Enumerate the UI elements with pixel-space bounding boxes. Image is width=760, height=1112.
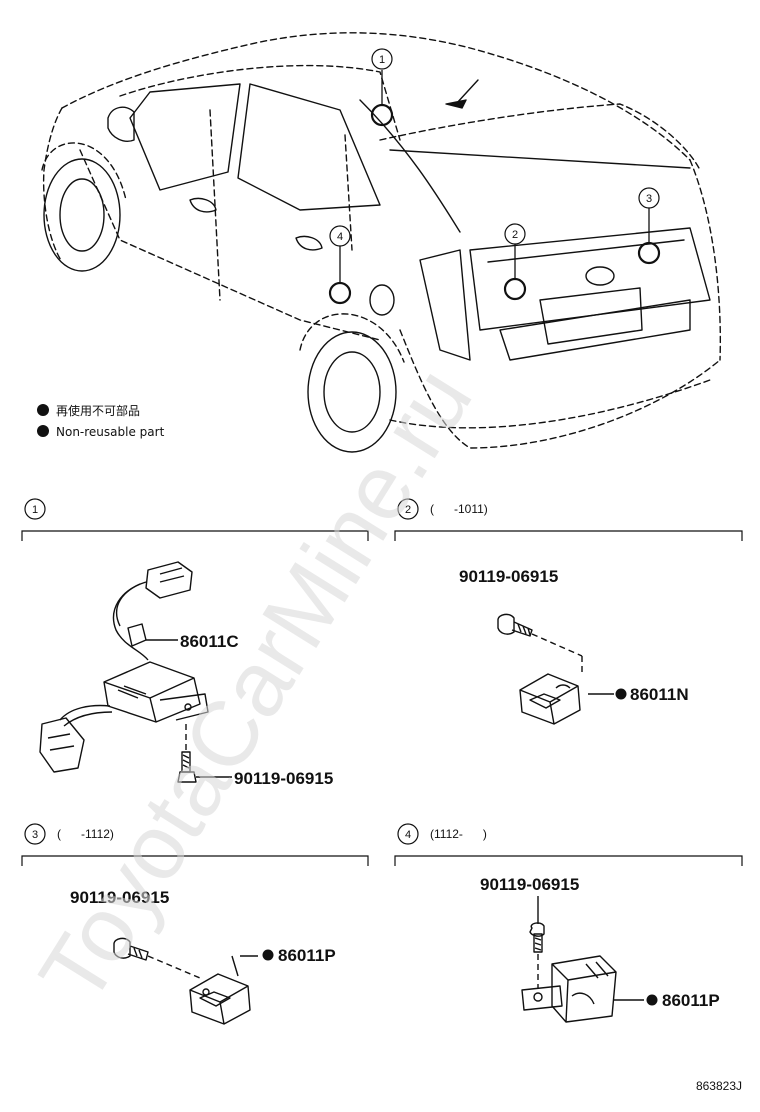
part-number-86011n: 86011N: [630, 685, 689, 704]
non-reusable-dot-icon: [615, 688, 627, 700]
svg-text:4: 4: [405, 829, 411, 841]
section-2-header: 2 ( -1011): [394, 498, 743, 541]
part-number-86011p: 86011P: [662, 991, 720, 1010]
non-reusable-dot-icon: [37, 425, 49, 437]
svg-text:(1112- ): (1112- ): [430, 827, 487, 841]
section-3-header: 3 ( -1112): [21, 823, 369, 866]
callout-2: 2: [504, 223, 526, 245]
watermark: ToyotaCarMine.ru: [20, 351, 491, 1021]
legend-japanese: 再使用不可部品: [56, 403, 140, 418]
part-number-86011p: 86011P: [278, 946, 336, 965]
part-number-86011c: 86011C: [180, 632, 239, 651]
svg-text:2: 2: [405, 504, 411, 516]
non-reusable-dot-icon: [37, 404, 49, 416]
section-3-sensor-drawing: [113, 937, 258, 1025]
callout-1: 1: [371, 48, 393, 70]
callout-4-number: 4: [337, 231, 343, 243]
svg-text:( -1011): ( -1011): [430, 502, 488, 516]
section-2-sensor-drawing: [497, 613, 614, 725]
part-number-90119-06915: 90119-06915: [70, 888, 169, 907]
part-number-90119-06915: 90119-06915: [480, 875, 579, 894]
callout-4: 4: [329, 225, 351, 247]
section-4-sensor-drawing: [521, 896, 644, 1023]
svg-text:3: 3: [32, 829, 38, 841]
part-number-90119-06915: 90119-06915: [234, 769, 333, 788]
svg-text:( -1112): ( -1112): [57, 827, 114, 841]
legend-english: Non-reusable part: [56, 425, 165, 439]
non-reusable-dot-icon: [262, 949, 274, 961]
part-number-90119-06915: 90119-06915: [459, 567, 558, 586]
section-1-sensor-drawing: [39, 561, 232, 783]
section-4-header: 4 (1112- ): [394, 823, 743, 866]
callout-3: 3: [638, 187, 660, 209]
callout-2-number: 2: [512, 229, 518, 241]
callout-3-number: 3: [646, 193, 652, 205]
callout-1-number: 1: [379, 54, 385, 66]
car-callouts: [328, 70, 661, 305]
figure-id: 863823J: [696, 1079, 742, 1093]
section-1-header: 1: [21, 498, 369, 541]
svg-text:1: 1: [32, 504, 38, 516]
non-reusable-dot-icon: [646, 994, 658, 1006]
legend: 再使用不可部品 Non-reusable part: [37, 403, 165, 439]
